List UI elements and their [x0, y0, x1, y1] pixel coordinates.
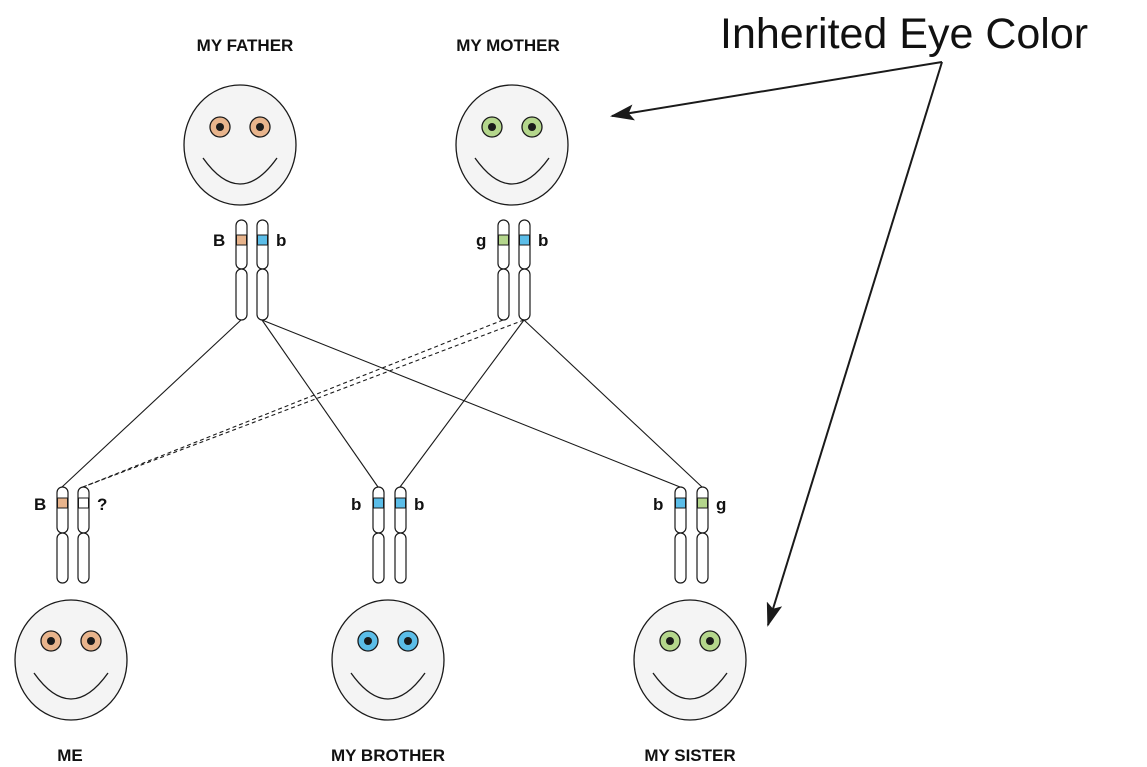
- left-eye: [40, 630, 62, 652]
- smile: [652, 672, 728, 700]
- allele-label-right: b: [414, 495, 424, 514]
- link-mother-to-me-a: [82, 319, 504, 488]
- smile: [474, 157, 550, 185]
- title-arrows: [610, 61, 943, 627]
- link-father-to-brother: [261, 319, 379, 488]
- father-face: [183, 84, 297, 206]
- diagram-title: Inherited Eye Color: [720, 10, 1088, 58]
- smile: [350, 672, 426, 700]
- father-chromosome-pair: B b: [213, 219, 286, 321]
- brother-chromosome-pair: b b: [351, 486, 424, 584]
- chromosome-right: [696, 486, 709, 584]
- chromosome-left: [372, 486, 385, 584]
- allele-label-right: b: [276, 231, 286, 250]
- brother-face: [331, 599, 445, 721]
- sister-label: MY SISTER: [644, 746, 735, 765]
- right-eye: [80, 630, 102, 652]
- allele-label-left: b: [351, 495, 361, 514]
- me-face: [14, 599, 128, 721]
- person-mother: MY MOTHER g b: [455, 36, 569, 321]
- right-eye: [521, 116, 543, 138]
- face-outline: [455, 84, 569, 206]
- right-eye: [699, 630, 721, 652]
- left-eye: [481, 116, 503, 138]
- person-sister: b g MY SISTER: [633, 486, 747, 765]
- left-eye: [209, 116, 231, 138]
- chromosome-right: [256, 219, 269, 321]
- right-eye: [249, 116, 271, 138]
- allele-label-right: ?: [97, 495, 107, 514]
- chromosome-left: [497, 219, 510, 321]
- father-label: MY FATHER: [197, 36, 294, 55]
- link-mother-to-brother: [399, 319, 525, 488]
- me-label: ME: [57, 746, 83, 765]
- smile: [202, 157, 278, 185]
- mother-chromosome-pair: g b: [476, 219, 548, 321]
- chromosome-right: [394, 486, 407, 584]
- smile: [33, 672, 109, 700]
- face-outline: [14, 599, 128, 721]
- allele-label-right: b: [538, 231, 548, 250]
- mother-face: [455, 84, 569, 206]
- link-mother-to-me-b: [82, 319, 525, 488]
- allele-label-left: b: [653, 495, 663, 514]
- allele-label-right: g: [716, 495, 726, 514]
- face-outline: [183, 84, 297, 206]
- face-outline: [633, 599, 747, 721]
- sister-chromosome-pair: b g: [653, 486, 726, 584]
- left-eye: [357, 630, 379, 652]
- right-eye: [397, 630, 419, 652]
- chromosome-left: [56, 486, 69, 584]
- chromosome-right: [518, 219, 531, 321]
- chromosome-left: [674, 486, 687, 584]
- allele-label-left: g: [476, 231, 486, 250]
- link-father-to-sister: [261, 319, 681, 488]
- sister-face: [633, 599, 747, 721]
- link-mother-to-sister: [523, 319, 703, 488]
- chromosome-left: [235, 219, 248, 321]
- arrow-to-sister: [766, 61, 943, 627]
- inheritance-links: [61, 319, 703, 488]
- brother-label: MY BROTHER: [331, 746, 445, 765]
- person-father: MY FATHER B b: [183, 36, 297, 321]
- person-brother: b b MY BROTHER: [331, 486, 445, 765]
- link-father-to-me: [61, 319, 242, 488]
- person-me: B ? ME: [14, 486, 128, 765]
- allele-label-left: B: [34, 495, 46, 514]
- arrow-to-mother: [610, 61, 943, 121]
- me-chromosome-pair: B ?: [34, 486, 107, 584]
- face-outline: [331, 599, 445, 721]
- left-eye: [659, 630, 681, 652]
- mother-label: MY MOTHER: [456, 36, 560, 55]
- chromosome-right: [77, 486, 90, 584]
- allele-label-left: B: [213, 231, 225, 250]
